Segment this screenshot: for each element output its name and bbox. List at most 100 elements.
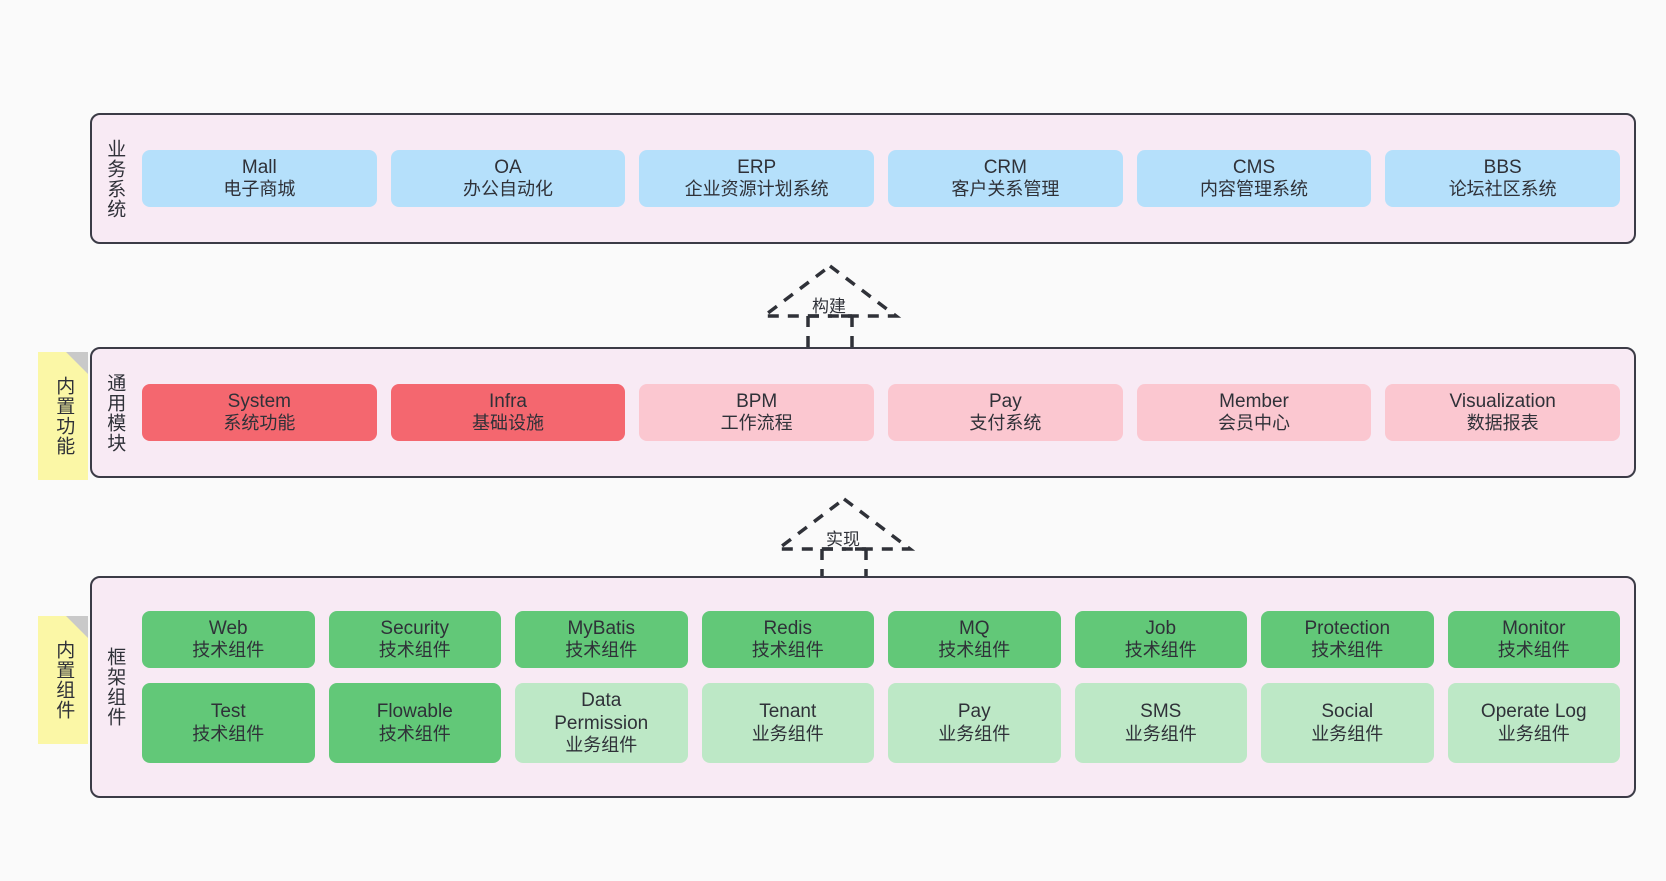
node-infra[interactable]: Infra 基础设施 — [390, 383, 626, 442]
node-bbs[interactable]: BBS 论坛社区系统 — [1385, 149, 1621, 208]
layer-common-modules-title: 通用模块 — [104, 372, 126, 453]
node-crm[interactable]: CRM 客户关系管理 — [888, 149, 1123, 208]
node-subtitle: 技术组件 — [751, 639, 824, 660]
node-data-permission[interactable]: Data Permission 业务组件 — [515, 682, 688, 764]
node-title: Data Permission — [554, 689, 649, 735]
node-title: CMS — [1232, 156, 1276, 178]
note-fold-corner-icon — [66, 352, 88, 374]
node-web[interactable]: Web 技术组件 — [142, 610, 315, 668]
node-bpm[interactable]: BPM 工作流程 — [639, 383, 875, 442]
connector-implement-label: 实现 — [826, 530, 860, 549]
note-builtin-features: 内置功能 — [38, 352, 88, 480]
node-subtitle: 技术组件 — [938, 639, 1011, 660]
node-title: MQ — [958, 617, 990, 639]
node-title: Flowable — [376, 701, 453, 723]
layer-business-systems[interactable]: 业务系统 Mall 电子商城 OA 办公自动化 ERP 企业资源计划系统 CRM… — [90, 113, 1636, 244]
node-redis[interactable]: Redis 技术组件 — [701, 610, 874, 668]
note-builtin-features-label: 内置功能 — [53, 376, 75, 456]
node-subtitle: 业务组件 — [1124, 723, 1197, 744]
node-job[interactable]: Job 技术组件 — [1074, 610, 1247, 668]
note-builtin-components-label: 内置组件 — [53, 640, 75, 720]
note-fold-corner-icon — [66, 616, 88, 638]
node-member[interactable]: Member 会员中心 — [1136, 383, 1372, 442]
node-title: Protection — [1304, 617, 1391, 639]
node-mq[interactable]: MQ 技术组件 — [888, 610, 1061, 668]
node-title: Infra — [488, 390, 528, 412]
node-subtitle: 业务组件 — [751, 723, 824, 744]
node-title: SMS — [1140, 701, 1182, 723]
node-cms[interactable]: CMS 内容管理系统 — [1136, 149, 1372, 208]
layer-framework-components-title: 框架组件 — [104, 647, 126, 727]
node-subtitle: 技术组件 — [1311, 639, 1384, 660]
node-subtitle: 数据报表 — [1466, 413, 1539, 434]
node-subtitle: 基础设施 — [472, 413, 544, 434]
node-oa[interactable]: OA 办公自动化 — [390, 149, 626, 208]
node-mybatis[interactable]: MyBatis 技术组件 — [515, 610, 688, 668]
node-title: System — [227, 390, 292, 412]
node-title: ERP — [737, 156, 777, 178]
connector-build-label: 构建 — [812, 297, 846, 316]
node-visualization[interactable]: Visualization 数据报表 — [1385, 383, 1621, 442]
node-flowable[interactable]: Flowable 技术组件 — [328, 682, 501, 764]
node-subtitle: 业务组件 — [565, 735, 638, 756]
node-title: Monitor — [1502, 617, 1566, 639]
node-subtitle: 业务组件 — [938, 723, 1011, 744]
node-row: Mall 电子商城 OA 办公自动化 ERP 企业资源计划系统 CRM 客户关系… — [142, 149, 1621, 208]
node-pay-component[interactable]: Pay 业务组件 — [888, 682, 1061, 764]
layer-common-modules[interactable]: 通用模块 System 系统功能 Infra 基础设施 BPM 工作流程 Pay… — [90, 347, 1636, 478]
node-subtitle: 技术组件 — [192, 639, 265, 660]
node-subtitle: 业务组件 — [1311, 723, 1384, 744]
node-title: Job — [1145, 617, 1177, 639]
node-erp[interactable]: ERP 企业资源计划系统 — [639, 149, 875, 208]
node-subtitle: 会员中心 — [1218, 413, 1291, 434]
node-title: Social — [1321, 701, 1374, 723]
node-title: Mall — [241, 156, 277, 178]
node-title: OA — [494, 156, 522, 178]
node-subtitle: 客户关系管理 — [951, 179, 1060, 200]
node-subtitle: 技术组件 — [1497, 639, 1570, 660]
node-title: CRM — [983, 156, 1027, 178]
node-subtitle: 技术组件 — [565, 639, 638, 660]
node-monitor[interactable]: Monitor 技术组件 — [1447, 610, 1620, 668]
connector-implement-arrow: 实现 — [772, 495, 916, 580]
node-title: Operate Log — [1480, 701, 1587, 723]
layer-framework-components[interactable]: 框架组件 Web 技术组件 Security 技术组件 MyBatis 技术组件… — [90, 576, 1636, 798]
node-title: Tenant — [759, 701, 817, 723]
node-subtitle: 技术组件 — [378, 639, 451, 660]
node-pay-module[interactable]: Pay 支付系统 — [888, 383, 1123, 442]
node-subtitle: 支付系统 — [969, 413, 1042, 434]
layer-common-modules-body: System 系统功能 Infra 基础设施 BPM 工作流程 Pay 支付系统… — [136, 349, 1634, 476]
node-mall[interactable]: Mall 电子商城 — [142, 149, 377, 208]
node-title: Visualization — [1449, 390, 1556, 412]
node-title: BPM — [736, 390, 778, 412]
node-operate-log[interactable]: Operate Log 业务组件 — [1447, 682, 1620, 764]
node-title: Pay — [957, 701, 991, 723]
node-social[interactable]: Social 业务组件 — [1261, 682, 1434, 764]
node-title: Security — [380, 617, 450, 639]
node-title: Pay — [988, 390, 1022, 412]
node-subtitle: 电子商城 — [223, 179, 296, 200]
node-title: MyBatis — [567, 617, 636, 639]
node-protection[interactable]: Protection 技术组件 — [1261, 610, 1434, 668]
note-builtin-components: 内置组件 — [38, 616, 88, 744]
node-row: System 系统功能 Infra 基础设施 BPM 工作流程 Pay 支付系统… — [142, 383, 1621, 442]
node-sms[interactable]: SMS 业务组件 — [1074, 682, 1247, 764]
node-title: Redis — [763, 617, 813, 639]
node-test[interactable]: Test 技术组件 — [142, 682, 315, 764]
node-title: Member — [1219, 390, 1289, 412]
node-subtitle: 技术组件 — [192, 723, 265, 744]
node-subtitle: 内容管理系统 — [1200, 179, 1309, 200]
node-title: Web — [208, 617, 248, 639]
node-security[interactable]: Security 技术组件 — [328, 610, 501, 668]
node-title: Test — [210, 701, 246, 723]
node-subtitle: 系统功能 — [223, 413, 296, 434]
node-subtitle: 技术组件 — [1124, 639, 1197, 660]
node-subtitle: 办公自动化 — [463, 179, 553, 200]
connector-build-arrow: 构建 — [758, 262, 902, 347]
node-system[interactable]: System 系统功能 — [142, 383, 377, 442]
node-tenant[interactable]: Tenant 业务组件 — [701, 682, 874, 764]
node-subtitle: 企业资源计划系统 — [684, 179, 829, 200]
node-subtitle: 技术组件 — [378, 723, 451, 744]
layer-business-systems-title: 业务系统 — [104, 138, 126, 219]
